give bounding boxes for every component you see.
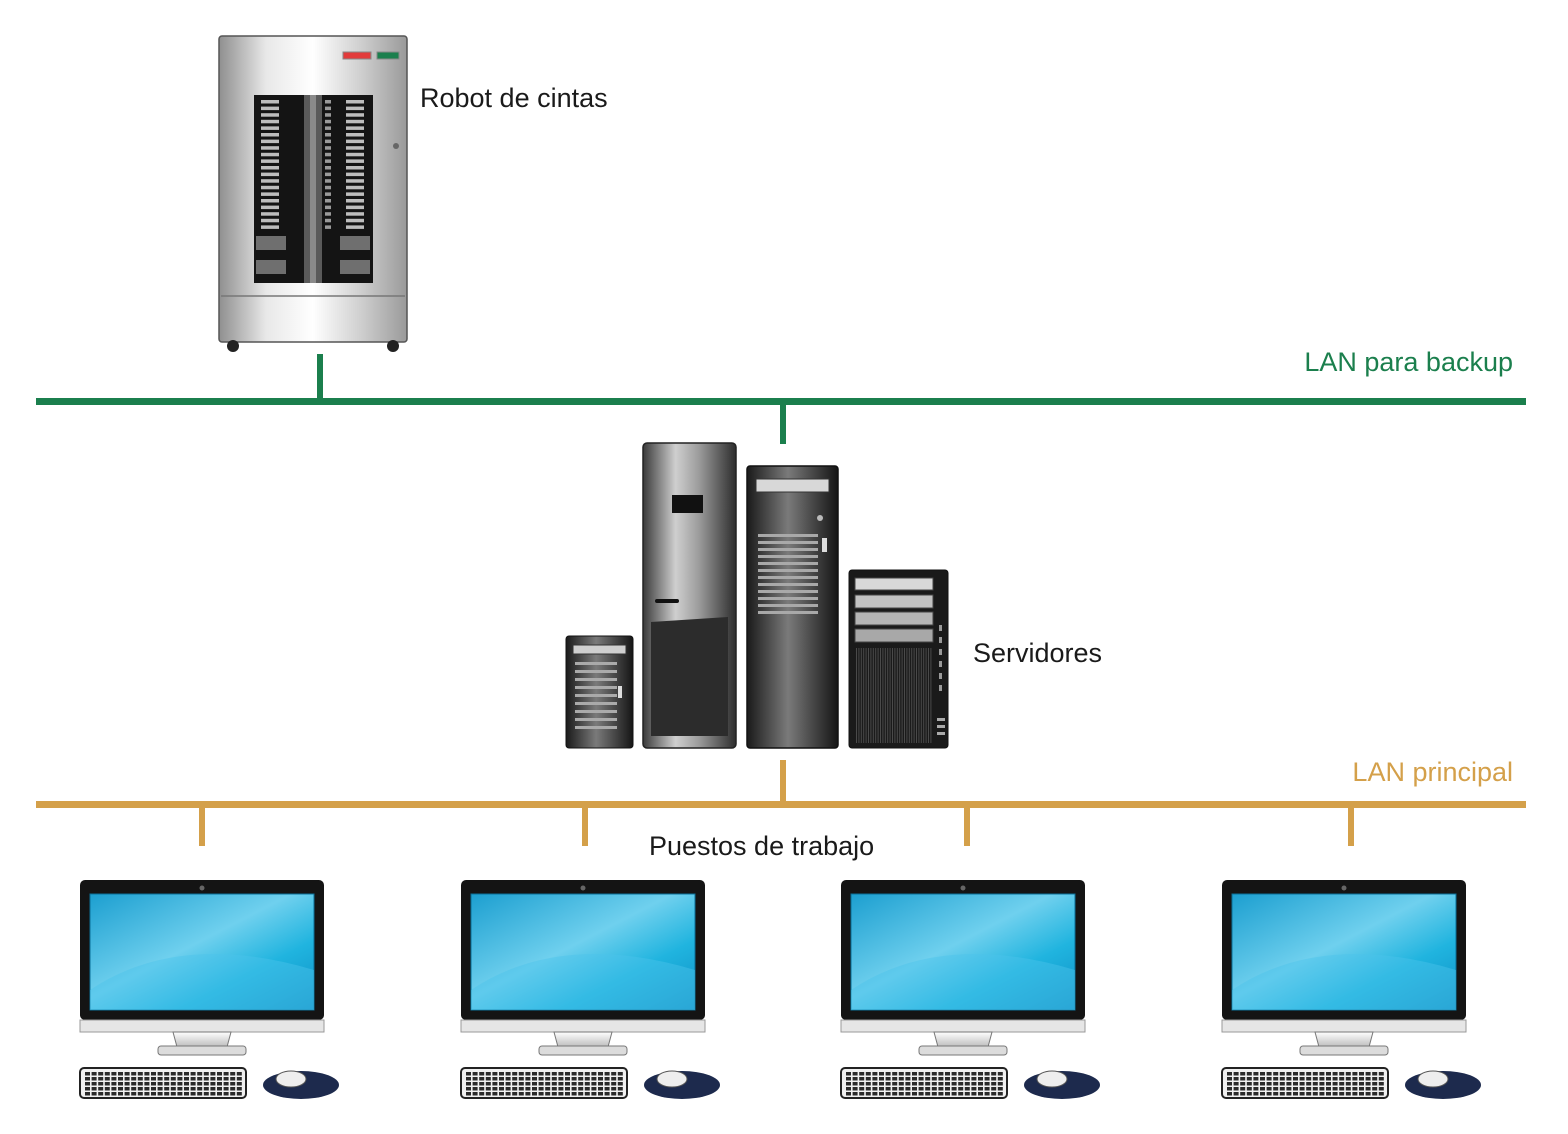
- lan-backup-drop-servers: [780, 402, 786, 444]
- server-tall-gray-icon: [642, 442, 737, 749]
- lan-main-label: LAN principal: [1352, 757, 1513, 787]
- workstations-label: Puestos de trabajo: [649, 831, 875, 861]
- lan-backup-drop-robot: [317, 354, 323, 400]
- lan-main-bus: [36, 801, 1526, 808]
- tape-robot-label: Robot de cintas: [420, 83, 608, 113]
- server-mesh-tower-icon: [848, 569, 949, 749]
- lan-main-drop-pc-1: [199, 806, 205, 846]
- server-black-tower-icon: [746, 465, 839, 749]
- workstation-1-icon: [79, 880, 339, 1099]
- workstation-3-icon: [840, 880, 1100, 1099]
- tape-slots: [261, 100, 364, 229]
- servers-label: Servidores: [973, 638, 1103, 668]
- lan-backup-network: [36, 354, 1526, 444]
- lan-main-drop-pc-2: [582, 806, 588, 846]
- tape-robot-icon: [218, 35, 408, 352]
- lan-main-drop-pc-4: [1348, 806, 1354, 846]
- workstations-group: [79, 880, 1481, 1099]
- lan-backup-bus: [36, 398, 1526, 405]
- servers-group: [565, 442, 949, 749]
- workstation-2-icon: [460, 880, 720, 1099]
- server-small-icon: [565, 635, 634, 749]
- lan-main-drop-servers: [780, 760, 786, 802]
- lan-main-network: [36, 760, 1526, 846]
- lan-backup-label: LAN para backup: [1304, 347, 1513, 377]
- workstation-4-icon: [1221, 880, 1481, 1099]
- lan-main-drop-pc-3: [964, 806, 970, 846]
